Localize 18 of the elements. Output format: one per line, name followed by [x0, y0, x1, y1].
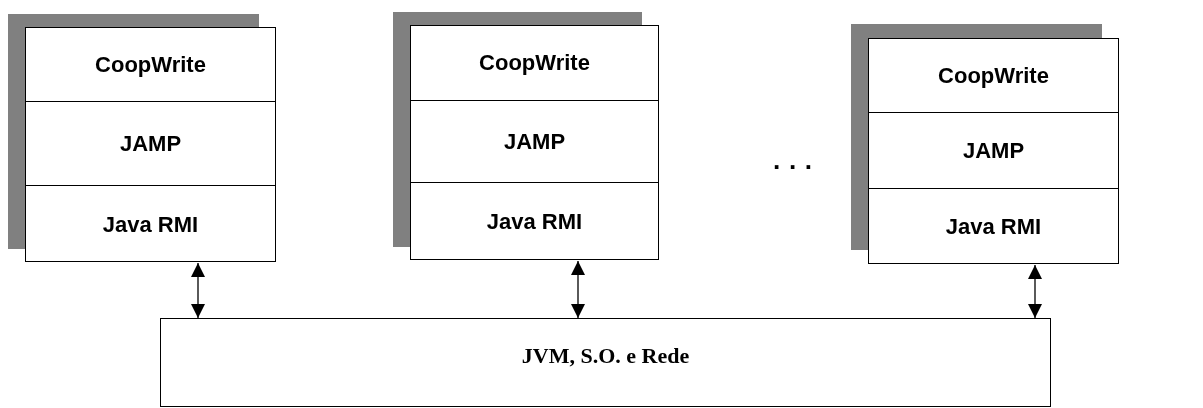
platform-box — [160, 318, 1051, 407]
layer-stack — [868, 38, 1119, 264]
double-arrow — [571, 260, 585, 319]
layer-label: Java RMI — [945, 214, 1042, 240]
double-arrow — [191, 262, 205, 319]
layer-label: Java RMI — [486, 209, 583, 235]
layer-label: CoopWrite — [938, 62, 1049, 89]
layer-label: CoopWrite — [95, 51, 206, 78]
layer-stack — [410, 25, 659, 260]
layer-label: JAMP — [962, 137, 1025, 164]
ellipsis-label: · · · — [773, 152, 814, 183]
double-arrow — [1028, 264, 1042, 319]
platform-label: JVM, S.O. e Rede — [521, 343, 690, 370]
layer-label: Java RMI — [102, 211, 199, 238]
layer-stack — [25, 27, 276, 262]
layer-label: CoopWrite — [479, 50, 590, 76]
layer-label: JAMP — [503, 128, 566, 155]
layer-label: JAMP — [119, 130, 182, 157]
